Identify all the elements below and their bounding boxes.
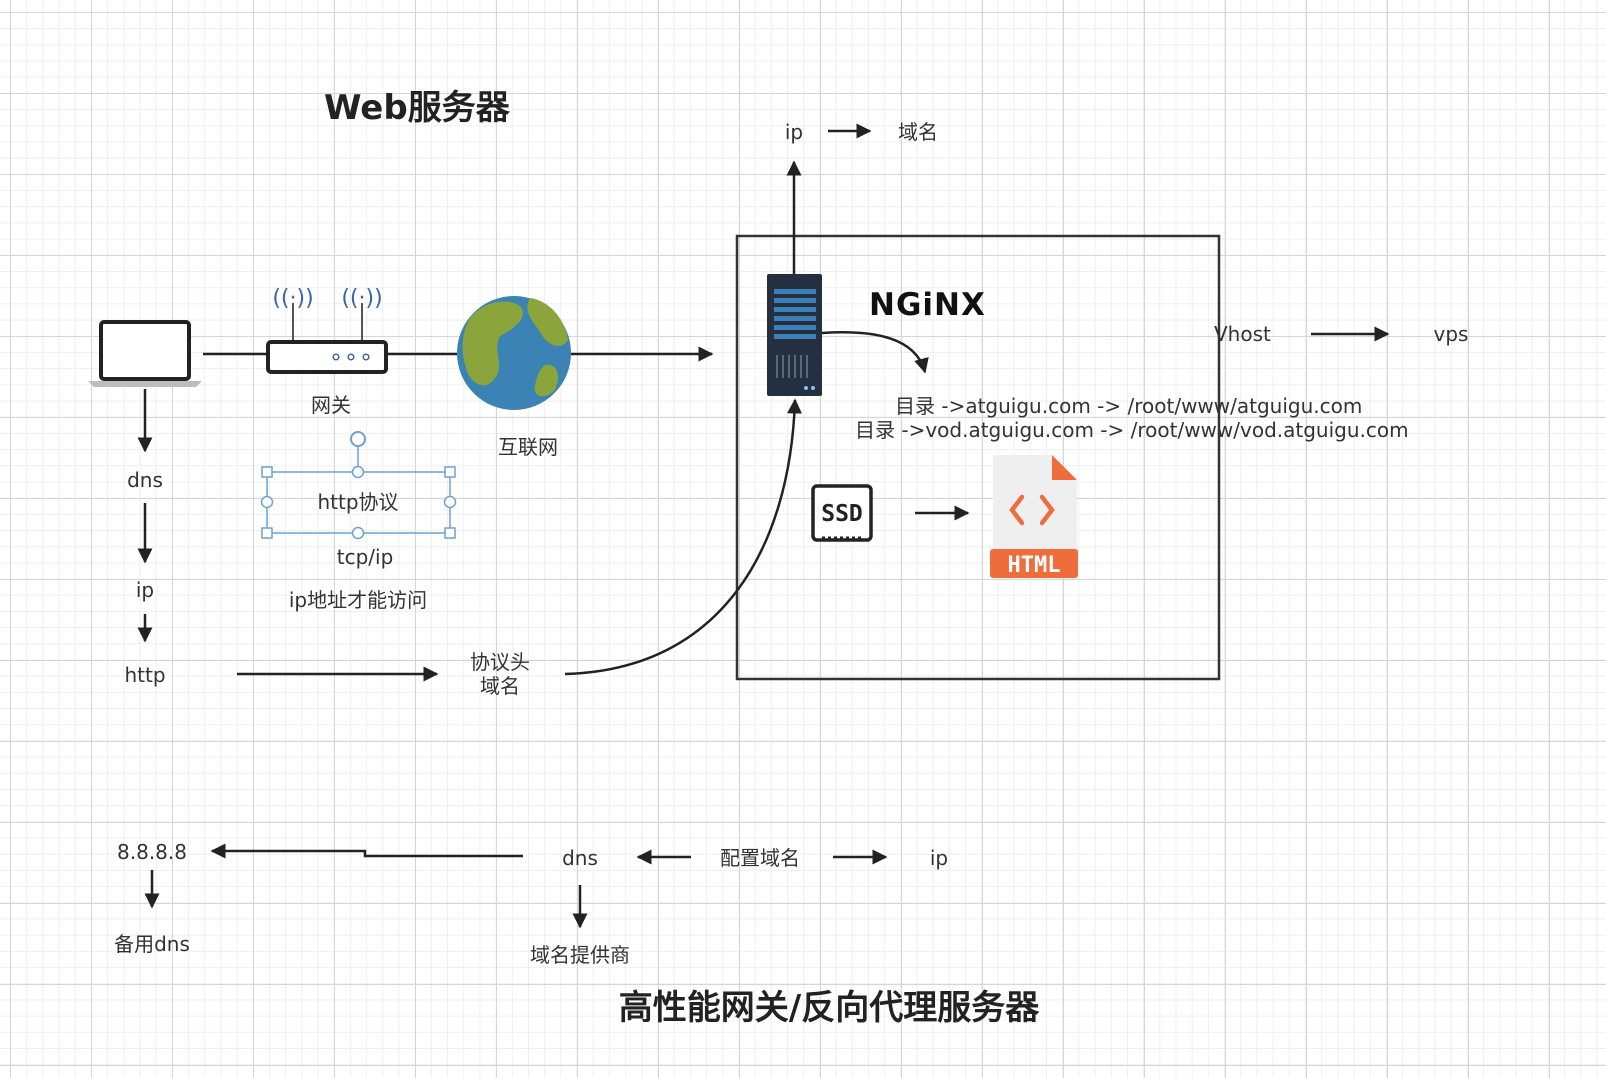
nginx-logo: NGiNX xyxy=(869,287,986,323)
domain-provider-label[interactable]: 域名提供商 xyxy=(530,943,630,967)
ssd-label: SSD xyxy=(821,501,863,527)
bottom-ip-label[interactable]: ip xyxy=(929,846,949,870)
selection-handles[interactable] xyxy=(260,431,457,540)
laptop-icon[interactable] xyxy=(88,320,202,387)
header-domain-label[interactable]: 协议头 域名 xyxy=(470,650,530,698)
ip-access-label[interactable]: ip地址才能访问 xyxy=(288,588,428,612)
backup-dns-label[interactable]: 备用dns xyxy=(114,932,190,956)
server-directory-curve[interactable] xyxy=(821,331,929,374)
http-protocol-label[interactable]: http协议 xyxy=(317,490,399,514)
bottom-title: 高性能网关/反向代理服务器 xyxy=(618,988,1040,1028)
web-server-title: Web服务器 xyxy=(324,88,510,128)
top-domain-label[interactable]: 域名 xyxy=(898,120,938,144)
top-ip-label[interactable]: ip xyxy=(784,120,804,144)
dns-public-arrow[interactable] xyxy=(210,843,523,859)
ip-label[interactable]: ip xyxy=(135,578,155,602)
vhost-label[interactable]: Vhost xyxy=(1214,322,1271,346)
header-server-curve[interactable] xyxy=(564,398,803,676)
gateway-label[interactable]: 网关 xyxy=(311,393,351,417)
bottom-dns-label[interactable]: dns xyxy=(562,846,598,870)
svg-text:((·)): ((·)) xyxy=(341,286,382,311)
config-domain-label[interactable]: 配置域名 xyxy=(720,846,800,870)
tcp-ip-label[interactable]: tcp/ip xyxy=(336,545,394,569)
vps-label[interactable]: vps xyxy=(1433,322,1469,346)
directory-mapping-2[interactable]: 目录 ->vod.atguigu.com -> /root/www/vod.at… xyxy=(855,418,1409,442)
nginx-container[interactable] xyxy=(735,234,1221,681)
connectors xyxy=(137,123,1390,929)
html-file-icon[interactable]: HTML xyxy=(990,455,1078,578)
directory-mapping-1[interactable]: 目录 ->atguigu.com -> /root/www/atguigu.co… xyxy=(895,394,1363,418)
ssd-icon[interactable]: SSD xyxy=(811,484,873,542)
header-line1: 协议头 xyxy=(470,650,530,674)
public-dns-label[interactable]: 8.8.8.8 xyxy=(117,840,187,864)
html-badge-label: HTML xyxy=(1008,553,1061,578)
globe-icon[interactable] xyxy=(457,296,571,410)
internet-label[interactable]: 互联网 xyxy=(498,435,558,459)
dns-label[interactable]: dns xyxy=(127,468,163,492)
svg-text:((·)): ((·)) xyxy=(272,286,313,311)
header-line2: 域名 xyxy=(480,674,520,698)
router-icon[interactable]: ((·)) ((·)) xyxy=(266,286,388,374)
http-label[interactable]: http xyxy=(124,663,166,687)
server-icon[interactable] xyxy=(767,274,822,396)
